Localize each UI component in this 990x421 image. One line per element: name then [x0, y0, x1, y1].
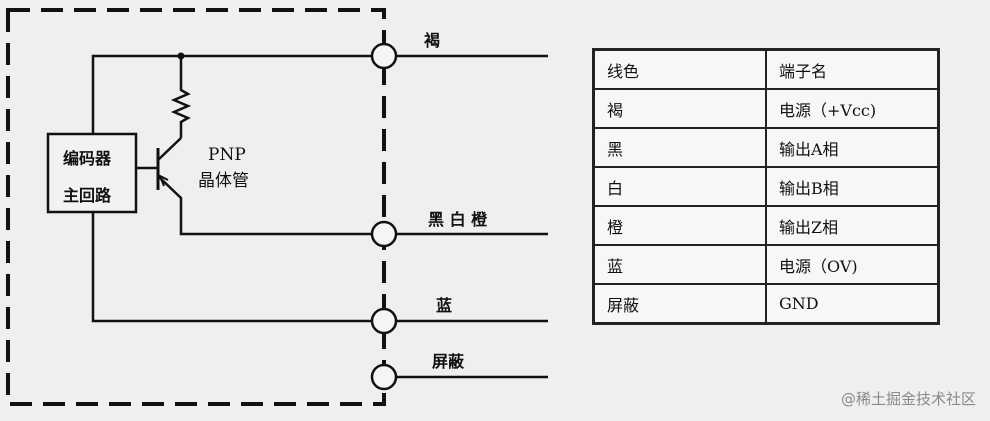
wire-blue [91, 212, 372, 323]
table-header-row: 线色 端子名 [592, 48, 940, 90]
table-cell-color: 褐 [592, 88, 767, 129]
table-row: 黑 输出A相 [592, 127, 940, 168]
table-cell-color: 白 [592, 166, 767, 207]
table-row: 蓝 电源（OV) [592, 244, 940, 285]
table-cell-terminal: 电源（+Vcc) [765, 88, 940, 129]
wire-color-table: 线色 端子名 褐 电源（+Vcc) 黑 输出A相 白 输出B相 橙 输出Z相 蓝… [592, 48, 940, 325]
terminal-label-output: 黑 白 橙 [428, 210, 488, 229]
terminal-shield [370, 363, 398, 391]
table-cell-color: 橙 [592, 205, 767, 246]
table-cell-terminal: 电源（OV) [765, 244, 940, 285]
transistor-label-2: 晶体管 [198, 171, 249, 191]
transistor-arrow [158, 173, 169, 187]
table-cell-terminal: 输出B相 [765, 166, 940, 207]
table-cell-color: 蓝 [592, 244, 767, 285]
terminal-label-shield: 屏蔽 [432, 352, 465, 371]
table-row: 褐 电源（+Vcc) [592, 88, 940, 129]
housing-boundary [6, 8, 386, 406]
table-cell-color: 屏蔽 [592, 283, 767, 325]
terminal-output [370, 220, 398, 248]
table-row: 屏蔽 GND [592, 283, 940, 325]
terminal-blue [370, 307, 398, 335]
table-header-terminal-name: 端子名 [765, 48, 940, 90]
transistor-emitter [157, 175, 372, 236]
watermark-text: @稀土掘金技术社区 [840, 390, 976, 408]
resistor-symbol [170, 56, 192, 138]
terminal-label-blue: 蓝 [436, 296, 452, 315]
table-cell-terminal: GND [765, 283, 940, 325]
terminal-label-brown: 褐 [423, 31, 440, 50]
table-header-wire-color: 线色 [592, 48, 767, 90]
terminal-brown [370, 42, 398, 70]
encoder-block-label-1: 编码器 [63, 149, 112, 168]
table-cell-terminal: 输出Z相 [765, 205, 940, 246]
transistor-collector [157, 137, 182, 161]
transistor-label-1: PNP [208, 145, 246, 165]
table-row: 橙 输出Z相 [592, 205, 940, 246]
table-row: 白 输出B相 [592, 166, 940, 207]
table-cell-color: 黑 [592, 127, 767, 168]
wire-brown [91, 54, 372, 134]
table-cell-terminal: 输出A相 [765, 127, 940, 168]
encoder-block-label-2: 主回路 [63, 186, 112, 205]
